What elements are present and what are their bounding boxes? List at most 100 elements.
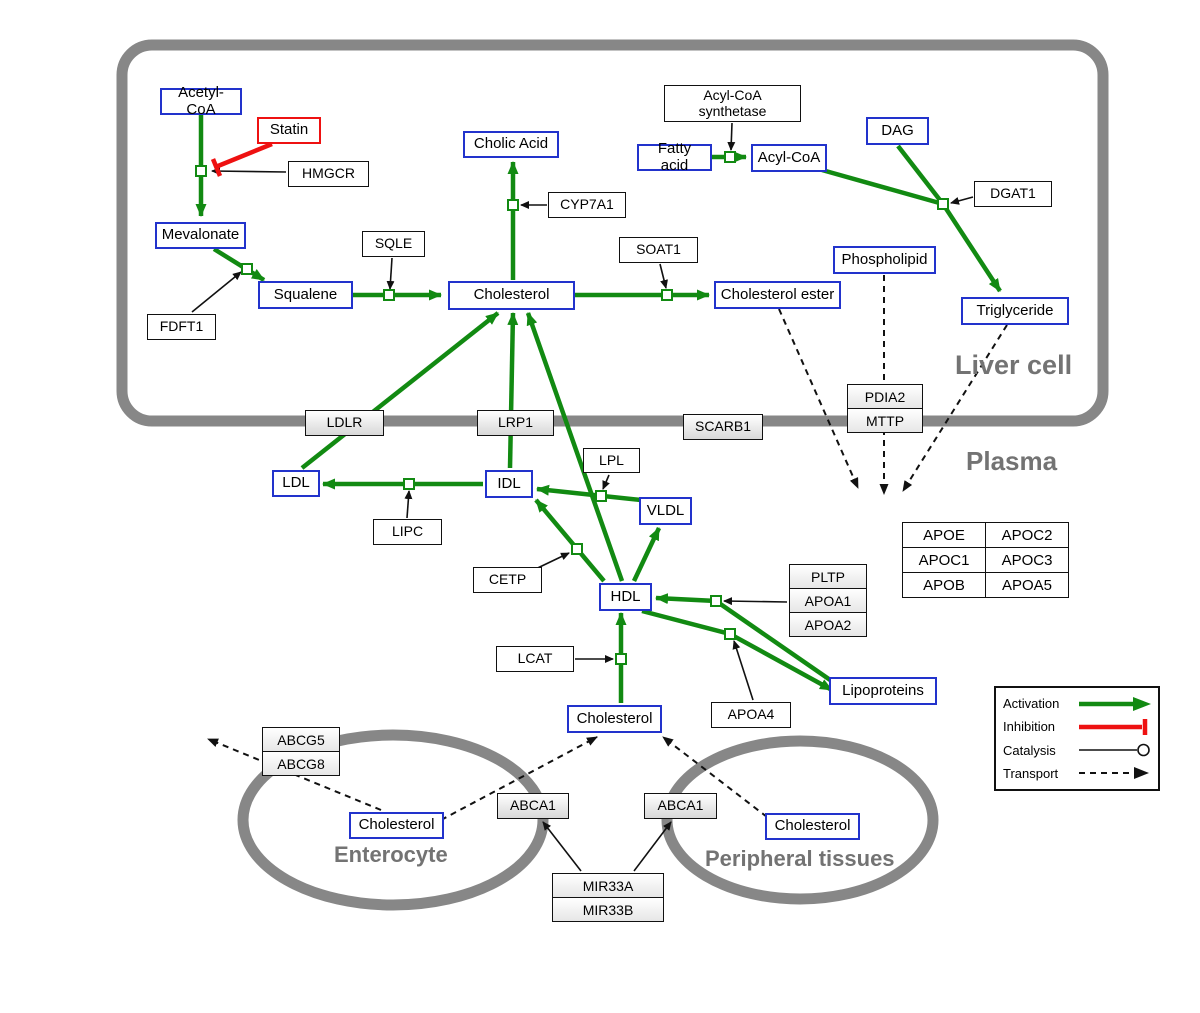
legend-inhibition: Inhibition — [1003, 717, 1151, 737]
node-cholesterol-plasma[interactable]: Cholesterol — [567, 705, 662, 733]
node-lcat[interactable]: LCAT — [496, 646, 574, 672]
edge-apoa-stack-connector — [723, 597, 788, 606]
stack-abcg: ABCG5 ABCG8 — [262, 727, 340, 776]
edge-statin-inhibition — [217, 141, 273, 169]
node-dgat1[interactable]: DGAT1 — [974, 181, 1052, 207]
node-sqle[interactable]: SQLE — [362, 231, 425, 257]
node-abcg5[interactable]: ABCG5 — [262, 727, 340, 752]
edge-mir33-abca1-left — [542, 821, 582, 872]
node-mir33a[interactable]: MIR33A — [552, 873, 664, 898]
node-idl[interactable]: IDL — [485, 470, 533, 498]
node-cholesterol-enterocyte[interactable]: Cholesterol — [349, 812, 444, 839]
node-fatty-acid[interactable]: Fatty acid — [637, 140, 712, 173]
node-scarb1[interactable]: SCARB1 — [683, 414, 763, 440]
edge-hdl-idl — [534, 498, 606, 583]
node-fdft1[interactable]: FDFT1 — [147, 314, 216, 340]
node-dag[interactable]: DAG — [866, 117, 929, 145]
reaction-node-lipc — [403, 478, 415, 490]
node-soat1[interactable]: SOAT1 — [619, 237, 698, 263]
node-phospholipid[interactable]: Phospholipid — [833, 246, 936, 274]
node-lpl[interactable]: LPL — [583, 448, 640, 473]
node-abcg8[interactable]: ABCG8 — [262, 751, 340, 776]
node-apoc3[interactable]: APOC3 — [985, 547, 1069, 573]
edge-lpl-catalysis — [602, 474, 610, 490]
edge-mevalonate-squalene — [212, 247, 266, 282]
node-apoc1[interactable]: APOC1 — [902, 547, 986, 573]
node-cyp7a1[interactable]: CYP7A1 — [548, 192, 626, 218]
legend-transport-label: Transport — [1003, 765, 1059, 781]
reaction-node-sqle — [383, 289, 395, 301]
node-triglyceride[interactable]: Triglyceride — [961, 297, 1069, 325]
node-hmgcr[interactable]: HMGCR — [288, 161, 369, 187]
enterocyte-label: Enterocyte — [334, 842, 448, 867]
node-cholesterol-peripheral[interactable]: Cholesterol — [765, 813, 860, 840]
reaction-node-apoa-stack — [710, 595, 722, 607]
node-pltp[interactable]: PLTP — [789, 564, 867, 589]
node-abca1-right[interactable]: ABCA1 — [644, 793, 717, 819]
legend-activation-label: Activation — [1003, 696, 1060, 712]
edge-dgat-triglyceride — [941, 202, 1002, 293]
node-acetyl-coa[interactable]: Acetyl-CoA — [160, 84, 242, 117]
node-lrp1[interactable]: LRP1 — [477, 410, 554, 436]
node-mttp[interactable]: MTTP — [847, 408, 923, 433]
reaction-node-hmgcr — [195, 165, 207, 177]
activation-arrow-icon — [1079, 696, 1151, 711]
node-cholesterol-liver[interactable]: Cholesterol — [448, 281, 575, 310]
node-apob[interactable]: APOB — [902, 572, 986, 598]
edge-enterocyte-abca1-efflux — [440, 736, 598, 821]
edge-ldl-cholesterol — [300, 311, 500, 470]
node-lipoproteins[interactable]: Lipoproteins — [829, 677, 937, 705]
transport-dashed-arrow-icon — [1079, 767, 1149, 780]
reaction-node-acylcoa-synthetase — [724, 151, 736, 163]
node-hdl[interactable]: HDL — [599, 583, 652, 611]
edge-hmgcr-catalysis — [211, 167, 287, 176]
liver-cell-membrane — [116, 39, 1109, 427]
node-apoa2[interactable]: APOA2 — [789, 612, 867, 637]
enterocyte-membrane — [237, 729, 549, 911]
acyl-coa-synthetase-line1: Acyl-CoA — [703, 87, 762, 104]
peripheral-tissues-label: Peripheral tissues — [705, 846, 895, 871]
node-acyl-coa-synthetase[interactable]: Acyl-CoA synthetase — [664, 85, 801, 122]
edge-dgat1-catalysis — [950, 196, 974, 205]
node-lipc[interactable]: LIPC — [373, 519, 442, 545]
node-vldl[interactable]: VLDL — [639, 497, 692, 525]
stack-mir33: MIR33A MIR33B — [552, 873, 664, 922]
acyl-coa-synthetase-line2: synthetase — [698, 102, 767, 119]
node-acyl-coa[interactable]: Acyl-CoA — [751, 144, 827, 172]
reaction-node-lpl — [595, 490, 607, 502]
legend: Activation Inhibition Catalysis Transpor… — [994, 686, 1160, 791]
node-cetp[interactable]: CETP — [473, 567, 542, 593]
catalysis-circle-icon — [1079, 743, 1150, 757]
node-cholic-acid[interactable]: Cholic Acid — [463, 131, 559, 158]
reaction-node-fdft1 — [241, 263, 253, 275]
stack-pdia2-mttp: PDIA2 MTTP — [847, 384, 923, 433]
reaction-node-cetp — [571, 543, 583, 555]
edge-acylcoa-dgat — [821, 167, 944, 207]
reaction-node-apoa4 — [724, 628, 736, 640]
edge-hdl-vldl — [631, 527, 662, 582]
node-pdia2[interactable]: PDIA2 — [847, 384, 923, 409]
node-mir33b[interactable]: MIR33B — [552, 897, 664, 922]
node-apoe[interactable]: APOE — [902, 522, 986, 548]
stack-pltp-apoa: PLTP APOA1 APOA2 — [789, 564, 867, 637]
node-statin[interactable]: Statin — [257, 117, 321, 144]
node-apoc2[interactable]: APOC2 — [985, 522, 1069, 548]
node-apoa4[interactable]: APOA4 — [711, 702, 791, 728]
edge-sqle-catalysis — [386, 257, 395, 290]
node-squalene[interactable]: Squalene — [258, 281, 353, 309]
liver-cell-label: Liver cell — [955, 350, 1073, 380]
legend-catalysis-label: Catalysis — [1003, 742, 1056, 758]
node-apoa5[interactable]: APOA5 — [985, 572, 1069, 598]
node-mevalonate[interactable]: Mevalonate — [155, 222, 246, 249]
node-ldlr[interactable]: LDLR — [305, 410, 384, 436]
node-cholesterol-ester[interactable]: Cholesterol ester — [714, 281, 841, 309]
edge-dag-dgat — [896, 144, 945, 206]
node-abca1-left[interactable]: ABCA1 — [497, 793, 569, 819]
edge-lipc-catalysis — [404, 490, 413, 519]
node-ldl[interactable]: LDL — [272, 470, 320, 497]
legend-inhibition-label: Inhibition — [1003, 719, 1056, 735]
inhibition-tbar-icon — [1079, 718, 1148, 735]
node-apoa1[interactable]: APOA1 — [789, 588, 867, 613]
reaction-node-dgat1 — [937, 198, 949, 210]
